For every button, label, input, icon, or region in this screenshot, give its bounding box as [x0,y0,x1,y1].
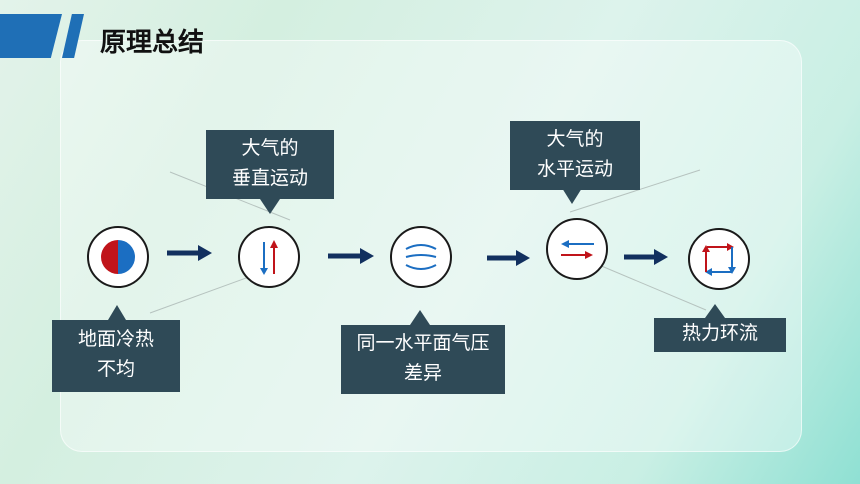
horizontal-motion-box: 大气的 水平运动 [510,121,640,190]
pressure-difference-line2: 差异 [403,362,442,384]
pressure-difference-line1: 同一水平面气压 [356,332,490,354]
horizontal-motion-line2: 水平运动 [536,158,613,180]
thermal-circulation-box: 热力环流 [654,318,786,352]
horizontal-motion-line1: 大气的 [546,128,604,150]
vertical-arrows-icon [260,240,278,275]
vertical-motion-line2: 垂直运动 [231,167,308,189]
uneven-heating-line1: 地面冷热 [77,328,154,350]
half-hemisphere-icon [101,240,135,274]
uneven-heating-box: 地面冷热 不均 [52,320,180,392]
horizontal-arrows-icon [561,240,594,259]
circulation-loop-icon [702,243,736,276]
header-accent-bar [0,14,62,58]
vertical-motion-line1: 大气的 [241,137,299,159]
thermal-circulation-label: 热力环流 [681,322,758,344]
circulation-circle [688,228,750,290]
uneven-heating-line2: 不均 [96,358,135,380]
page-title: 原理总结 [100,28,205,58]
isobar-icon [405,244,437,270]
uneven-heating-circle [87,226,149,288]
vertical-motion-circle [238,226,300,288]
pressure-difference-box: 同一水平面气压 差异 [341,325,505,394]
vertical-motion-box: 大气的 垂直运动 [206,130,334,199]
pressure-circle [390,226,452,288]
horizontal-motion-circle [546,218,608,280]
